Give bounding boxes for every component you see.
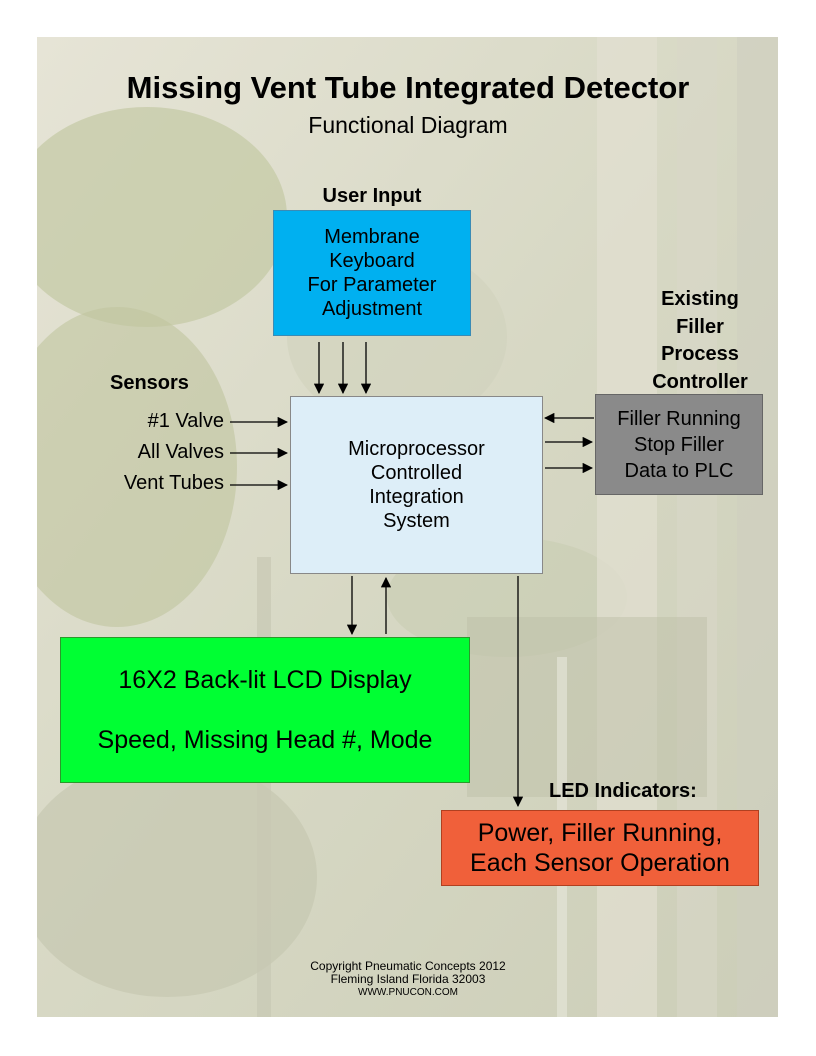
user-input-heading: User Input — [322, 185, 422, 207]
micro-line: Integration — [369, 486, 464, 508]
pc-line: Filler Running — [617, 407, 741, 430]
led-line: Power, Filler Running, — [477, 819, 723, 847]
keyboard-line: Keyboard — [329, 250, 415, 272]
footer-website: WWW.PNUCON.COM — [358, 987, 458, 998]
heading-line: Controller — [652, 370, 748, 393]
led-line: Each Sensor Operation — [470, 849, 730, 877]
heading-line: Process — [661, 343, 739, 365]
process-controller-heading: Existing Filler Process Controller — [620, 286, 780, 396]
led-indicators-box: Power, Filler Running, Each Sensor Opera… — [441, 810, 759, 886]
lcd-line-1: 16X2 Back-lit LCD Display — [118, 666, 412, 694]
keyboard-line: For Parameter — [307, 274, 437, 296]
sensor-label: #1 Valve — [147, 410, 224, 432]
pc-line: Stop Filler — [633, 433, 725, 456]
sensor-label: All Valves — [137, 441, 224, 463]
footer-copyright: Copyright Pneumatic Concepts 2012 — [310, 959, 506, 973]
led-heading: LED Indicators: — [549, 780, 697, 802]
page-subtitle: Functional Diagram — [308, 112, 508, 138]
micro-line: System — [383, 510, 450, 532]
lcd-display-box: 16X2 Back-lit LCD Display Speed, Missing… — [60, 637, 470, 783]
micro-line: Microprocessor — [348, 438, 485, 460]
footer-address: Fleming Island Florida 32003 — [330, 972, 486, 986]
micro-line: Controlled — [370, 462, 463, 484]
keyboard-line: Adjustment — [321, 298, 423, 320]
sensors-heading: Sensors — [110, 372, 189, 394]
sensor-label: Vent Tubes — [123, 472, 224, 494]
lcd-line-2: Speed, Missing Head #, Mode — [97, 726, 433, 754]
process-controller-box: Filler Running Stop Filler Data to PLC — [595, 394, 763, 495]
background-photo — [37, 37, 778, 1017]
page-title: Missing Vent Tube Integrated Detector — [126, 70, 690, 105]
footer: Copyright Pneumatic Concepts 2012 Flemin… — [0, 960, 816, 999]
keyboard-line: Membrane — [324, 226, 420, 248]
membrane-keyboard-box: Membrane Keyboard For Parameter Adjustme… — [273, 210, 471, 336]
heading-line: Filler — [676, 315, 724, 338]
microprocessor-box: Microprocessor Controlled Integration Sy… — [290, 396, 543, 574]
pc-line: Data to PLC — [624, 459, 734, 482]
heading-line: Existing — [661, 288, 739, 310]
